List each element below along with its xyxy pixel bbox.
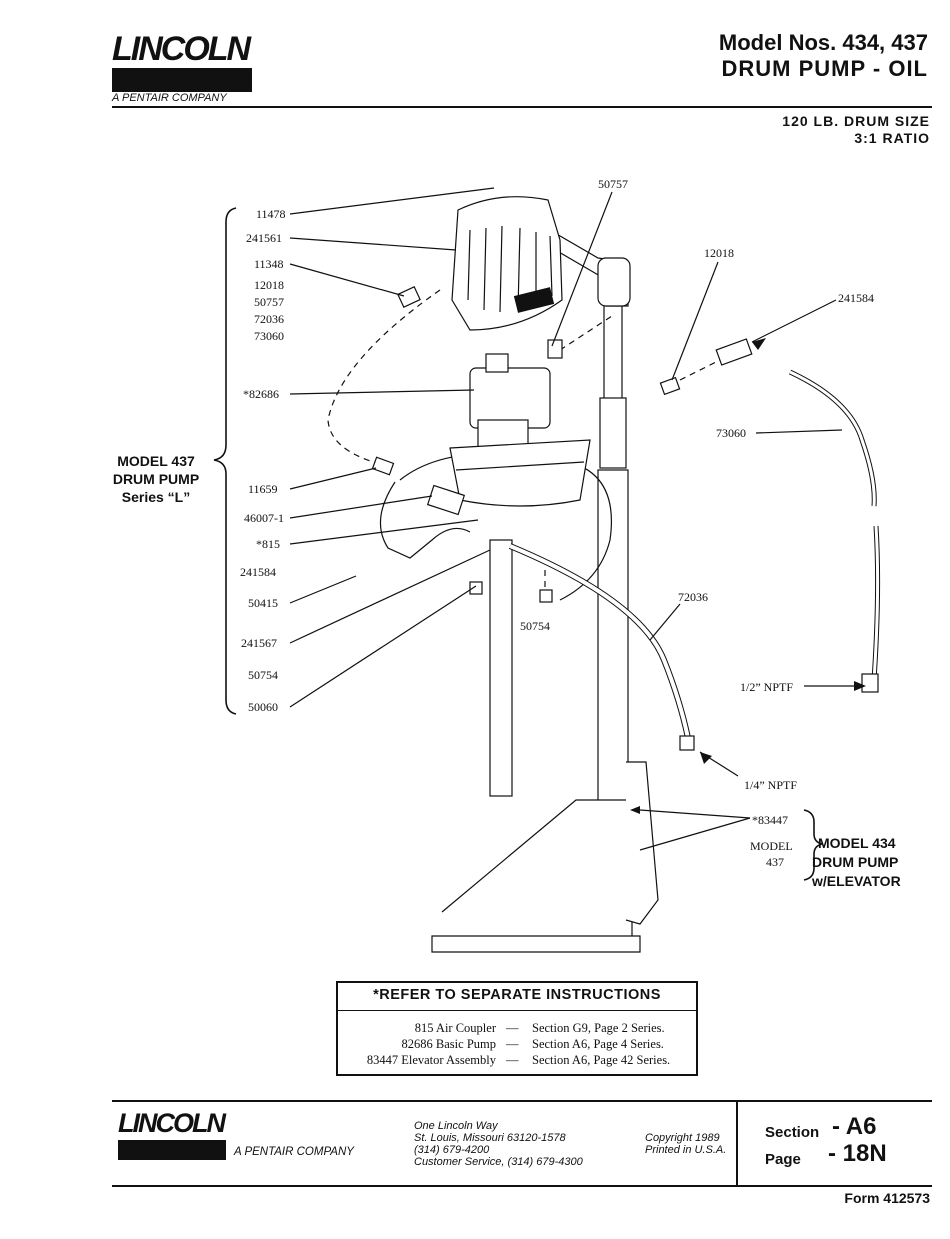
- footer-top-rule: [112, 1100, 932, 1102]
- model-437-line: DRUM PUMP: [112, 471, 200, 487]
- callout-model: MODEL: [750, 839, 793, 853]
- section-value: - A6: [832, 1113, 877, 1140]
- model-434-line: DRUM PUMP: [812, 854, 899, 870]
- copyright-line: Copyright 1989: [645, 1132, 720, 1144]
- part-label: 72036: [254, 312, 284, 326]
- address-line: Customer Service, (314) 679-4300: [414, 1156, 583, 1168]
- callout-50757: 50757: [598, 177, 628, 191]
- callout-72036: 72036: [678, 590, 708, 604]
- callout-437: 437: [766, 855, 784, 869]
- part-label: 241561: [246, 231, 282, 245]
- part-label: 50415: [248, 596, 278, 610]
- callout-half-nptf: 1/2” NPTF: [740, 680, 794, 694]
- separate-instructions-box: *REFER TO SEPARATE INSTRUCTIONS 815 Air …: [336, 981, 698, 1076]
- lincoln-logo-bar: [112, 68, 252, 92]
- footer-lincoln-logo-text: LINCOLN: [118, 1108, 226, 1138]
- form-number: Form 412573: [844, 1190, 930, 1206]
- page-title-models: Model Nos. 434, 437: [718, 30, 928, 55]
- header-rule: [112, 106, 932, 108]
- part-label: 73060: [254, 329, 284, 343]
- page-value: - 18N: [828, 1140, 887, 1167]
- note-heading: *REFER TO SEPARATE INSTRUCTIONS: [373, 987, 661, 1003]
- note-row: Section A6, Page 4 Series.: [532, 1037, 664, 1051]
- model-437-line: MODEL 437: [117, 453, 195, 469]
- drum-size-spec: 120 LB. DRUM SIZE: [782, 113, 930, 129]
- note-row: Section G9, Page 2 Series.: [532, 1021, 665, 1035]
- model-434-label: MODEL 434 DRUM PUMP w/ELEVATOR: [812, 834, 901, 891]
- model-434-line: MODEL 434: [818, 835, 896, 851]
- footer-lincoln-logo-bar: [118, 1140, 226, 1160]
- part-label: 46007-1: [244, 511, 284, 525]
- callout-12018: 12018: [704, 246, 734, 260]
- address-line: One Lincoln Way: [414, 1120, 498, 1132]
- logo-tagline: A PENTAIR COMPANY: [112, 92, 227, 104]
- address-line: St. Louis, Missouri 63120-1578: [414, 1132, 566, 1144]
- footer-bottom-rule: [112, 1185, 932, 1187]
- note-row: Section A6, Page 42 Series.: [532, 1053, 671, 1067]
- callout-50754: 50754: [520, 619, 550, 633]
- page-label: Page: [765, 1151, 801, 1168]
- address-line: (314) 679-4200: [414, 1144, 490, 1156]
- part-label: *815: [256, 537, 280, 551]
- note-row: 82686 Basic Pump: [401, 1037, 496, 1051]
- note-row: 815 Air Coupler: [414, 1021, 496, 1035]
- callout-241584: 241584: [838, 291, 874, 305]
- part-label: 50060: [248, 700, 278, 714]
- note-dash: —: [506, 1053, 519, 1067]
- footer-tagline: A PENTAIR COMPANY: [234, 1146, 354, 1158]
- note-row: 83447 Elevator Assembly: [366, 1053, 496, 1067]
- lincoln-logo-text: LINCOLN: [112, 30, 251, 68]
- part-label: 11478: [256, 207, 286, 221]
- model-437-label: MODEL 437 DRUM PUMP Series “L”: [100, 452, 212, 506]
- footer-divider: [736, 1100, 738, 1187]
- note-dash: —: [506, 1037, 519, 1051]
- printed-line: Printed in U.S.A.: [645, 1144, 727, 1156]
- note-dash: —: [506, 1021, 519, 1035]
- footer-address: One Lincoln Way St. Louis, Missouri 6312…: [414, 1120, 583, 1168]
- part-label: 12018: [254, 278, 284, 292]
- note-divider: [338, 1010, 696, 1011]
- model-437-line: Series “L”: [121, 489, 191, 505]
- part-label: 241584: [240, 565, 276, 579]
- ratio-spec: 3:1 RATIO: [854, 130, 930, 146]
- part-label: *82686: [243, 387, 279, 401]
- part-label: 11348: [254, 257, 284, 271]
- part-label: 11659: [248, 482, 278, 496]
- part-label: 50754: [248, 668, 278, 682]
- callout-83447: *83447: [752, 813, 788, 827]
- page-title-product: DRUM PUMP - OIL: [721, 56, 928, 81]
- callout-quarter-nptf: 1/4” NPTF: [744, 778, 798, 792]
- part-label: 241567: [241, 636, 277, 650]
- model-434-line: w/ELEVATOR: [812, 873, 901, 889]
- section-label: Section: [765, 1124, 820, 1141]
- part-label: 50757: [254, 295, 284, 309]
- footer-copyright: Copyright 1989 Printed in U.S.A.: [645, 1132, 726, 1156]
- callout-73060: 73060: [716, 426, 746, 440]
